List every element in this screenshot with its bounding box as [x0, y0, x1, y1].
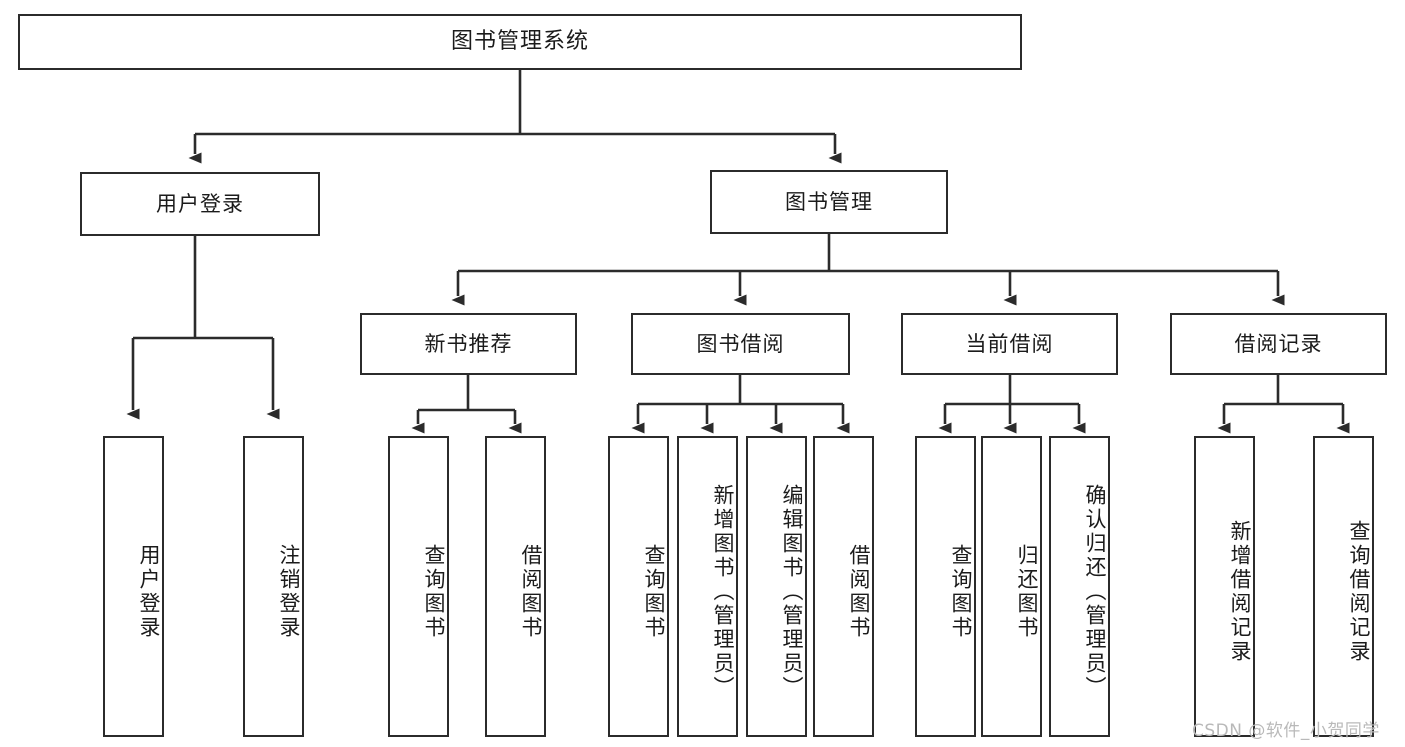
node-leaf-return-book[interactable]: 归还图书 — [981, 436, 1042, 737]
node-label: 注销登录 — [277, 543, 301, 640]
node-leaf-query-book-borrow[interactable]: 查询图书 — [608, 436, 669, 737]
node-label: 新增借阅记录 — [1228, 519, 1252, 664]
node-label: 查询图书 — [422, 543, 446, 640]
node-label: 图书管理系统 — [450, 29, 589, 55]
node-label: 用户登录 — [156, 191, 244, 216]
node-root-book-management-system[interactable]: 图书管理系统 — [18, 14, 1022, 70]
node-user-login[interactable]: 用户登录 — [80, 172, 320, 236]
node-leaf-query-borrow-record[interactable]: 查询借阅记录 — [1313, 436, 1374, 737]
node-label: 用户登录 — [137, 543, 161, 640]
node-leaf-confirm-return-admin[interactable]: 确认归还（管理员） — [1049, 436, 1110, 737]
node-label: 新增图书（管理员） — [711, 483, 735, 700]
node-label: 当前借阅 — [965, 331, 1054, 356]
node-label: 查询图书 — [642, 543, 666, 640]
node-label: 查询图书 — [949, 543, 973, 640]
node-label: 借阅记录 — [1234, 331, 1323, 356]
node-current-borrow[interactable]: 当前借阅 — [901, 313, 1118, 375]
node-label: 归还图书 — [1015, 543, 1039, 640]
node-leaf-borrow-book[interactable]: 借阅图书 — [813, 436, 874, 737]
node-label: 编辑图书（管理员） — [780, 483, 804, 700]
node-leaf-user-login[interactable]: 用户登录 — [103, 436, 164, 737]
node-label: 确认归还（管理员） — [1083, 483, 1107, 700]
node-book-management[interactable]: 图书管理 — [710, 170, 948, 234]
node-label: 借阅图书 — [847, 543, 871, 640]
node-book-borrow[interactable]: 图书借阅 — [631, 313, 850, 375]
node-label: 查询借阅记录 — [1347, 519, 1371, 664]
node-label: 图书借阅 — [696, 331, 785, 356]
node-label: 图书管理 — [785, 189, 873, 214]
node-leaf-edit-book-admin[interactable]: 编辑图书（管理员） — [746, 436, 807, 737]
node-leaf-add-borrow-record[interactable]: 新增借阅记录 — [1194, 436, 1255, 737]
node-leaf-logout[interactable]: 注销登录 — [243, 436, 304, 737]
node-borrow-record[interactable]: 借阅记录 — [1170, 313, 1387, 375]
csdn-watermark: CSDN @软件_小贺同学 — [1192, 721, 1380, 741]
node-label: 借阅图书 — [519, 543, 543, 640]
node-label: 新书推荐 — [424, 331, 513, 356]
node-leaf-query-book-recommend[interactable]: 查询图书 — [388, 436, 449, 737]
node-leaf-add-book-admin[interactable]: 新增图书（管理员） — [677, 436, 738, 737]
node-new-book-recommend[interactable]: 新书推荐 — [360, 313, 577, 375]
node-leaf-query-book-current[interactable]: 查询图书 — [915, 436, 976, 737]
node-leaf-borrow-book-recommend[interactable]: 借阅图书 — [485, 436, 546, 737]
